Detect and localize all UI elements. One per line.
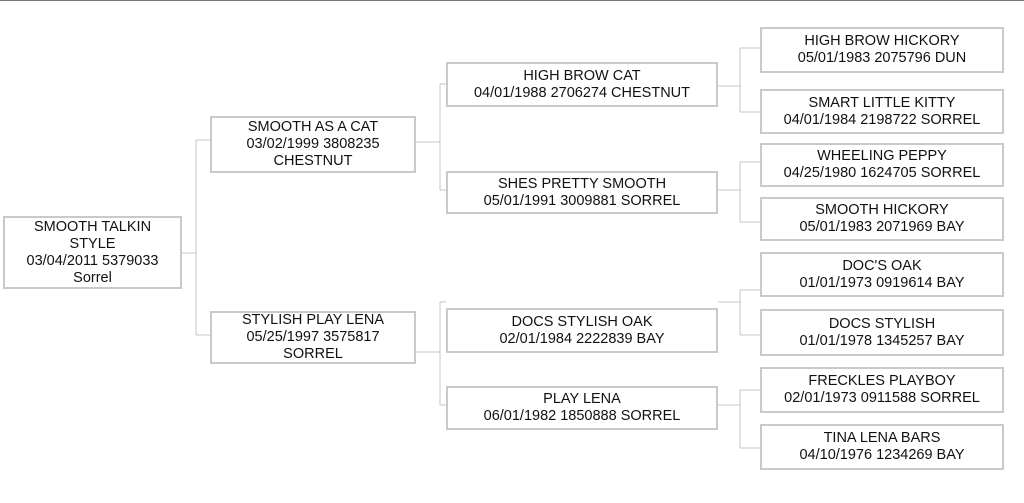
horse-details: 04/01/1988 2706274 CHESTNUT — [473, 84, 691, 101]
horse-name: HIGH BROW HICKORY — [804, 33, 960, 49]
horse-details: 03/04/2011 5379033 Sorrel — [26, 252, 159, 286]
top-divider — [0, 0, 1024, 1]
horse-details: 03/02/1999 3808235 CHESTNUT — [246, 136, 380, 169]
horse-details: 04/10/1976 1234269 BAY — [799, 447, 965, 463]
horse-box-sire-dam-dam[interactable]: SMOOTH HICKORY 05/01/1983 2071969 BAY — [760, 197, 1004, 241]
horse-box-subject[interactable]: SMOOTH TALKIN STYLE 03/04/2011 5379033 S… — [3, 216, 182, 289]
horse-details: 01/01/1978 1345257 BAY — [799, 332, 965, 349]
horse-name: FRECKLES PLAYBOY — [808, 373, 956, 389]
horse-details: 05/01/1983 2075796 DUN — [797, 50, 967, 66]
horse-box-sire[interactable]: SMOOTH AS A CAT 03/02/1999 3808235 CHEST… — [210, 116, 416, 173]
horse-details: 06/01/1982 1850888 SORREL — [483, 408, 681, 424]
horse-box-dam-dam-sire[interactable]: FRECKLES PLAYBOY 02/01/1973 0911588 SORR… — [760, 367, 1004, 413]
horse-box-dam-dam[interactable]: PLAY LENA 06/01/1982 1850888 SORREL — [446, 386, 718, 430]
horse-name: DOCS STYLISH — [828, 315, 936, 332]
horse-details: 05/01/1983 2071969 BAY — [799, 219, 965, 235]
horse-name: WHEELING PEPPY — [817, 148, 947, 164]
horse-name: SHES PRETTY SMOOTH — [497, 175, 667, 192]
horse-name: DOC'S OAK — [842, 257, 922, 274]
horse-name: SMOOTH TALKIN STYLE — [33, 218, 152, 252]
horse-details: 02/01/1984 2222839 BAY — [499, 330, 665, 347]
horse-details: 01/01/1973 0919614 BAY — [799, 274, 965, 291]
horse-name: DOCS STYLISH OAK — [511, 313, 653, 330]
horse-name: STYLISH PLAY LENA — [241, 312, 385, 328]
horse-box-dam-sire[interactable]: DOCS STYLISH OAK 02/01/1984 2222839 BAY — [446, 308, 718, 353]
horse-box-sire-dam-sire[interactable]: WHEELING PEPPY 04/25/1980 1624705 SORREL — [760, 143, 1004, 187]
horse-details: 05/25/1997 3575817 SORREL — [246, 329, 380, 362]
horse-name: SMART LITTLE KITTY — [808, 94, 956, 111]
horse-name: HIGH BROW CAT — [523, 67, 641, 84]
horse-box-dam-sire-dam[interactable]: DOCS STYLISH 01/01/1978 1345257 BAY — [760, 309, 1004, 356]
horse-box-sire-dam[interactable]: SHES PRETTY SMOOTH 05/01/1991 3009881 SO… — [446, 171, 718, 214]
horse-box-sire-sire-sire[interactable]: HIGH BROW HICKORY 05/01/1983 2075796 DUN — [760, 27, 1004, 73]
horse-box-dam[interactable]: STYLISH PLAY LENA 05/25/1997 3575817 SOR… — [210, 311, 416, 364]
horse-box-sire-sire-dam[interactable]: SMART LITTLE KITTY 04/01/1984 2198722 SO… — [760, 89, 1004, 134]
horse-name: TINA LENA BARS — [823, 430, 941, 446]
horse-details: 04/25/1980 1624705 SORREL — [783, 165, 981, 181]
horse-name: SMOOTH AS A CAT — [247, 119, 379, 135]
horse-box-dam-sire-sire[interactable]: DOC'S OAK 01/01/1973 0919614 BAY — [760, 252, 1004, 297]
horse-details: 05/01/1991 3009881 SORREL — [483, 192, 681, 209]
horse-box-dam-dam-dam[interactable]: TINA LENA BARS 04/10/1976 1234269 BAY — [760, 424, 1004, 470]
horse-box-sire-sire[interactable]: HIGH BROW CAT 04/01/1988 2706274 CHESTNU… — [446, 62, 718, 107]
horse-name: SMOOTH HICKORY — [815, 202, 949, 218]
horse-details: 04/01/1984 2198722 SORREL — [783, 111, 981, 128]
horse-name: PLAY LENA — [543, 391, 621, 407]
horse-details: 02/01/1973 0911588 SORREL — [784, 390, 980, 406]
